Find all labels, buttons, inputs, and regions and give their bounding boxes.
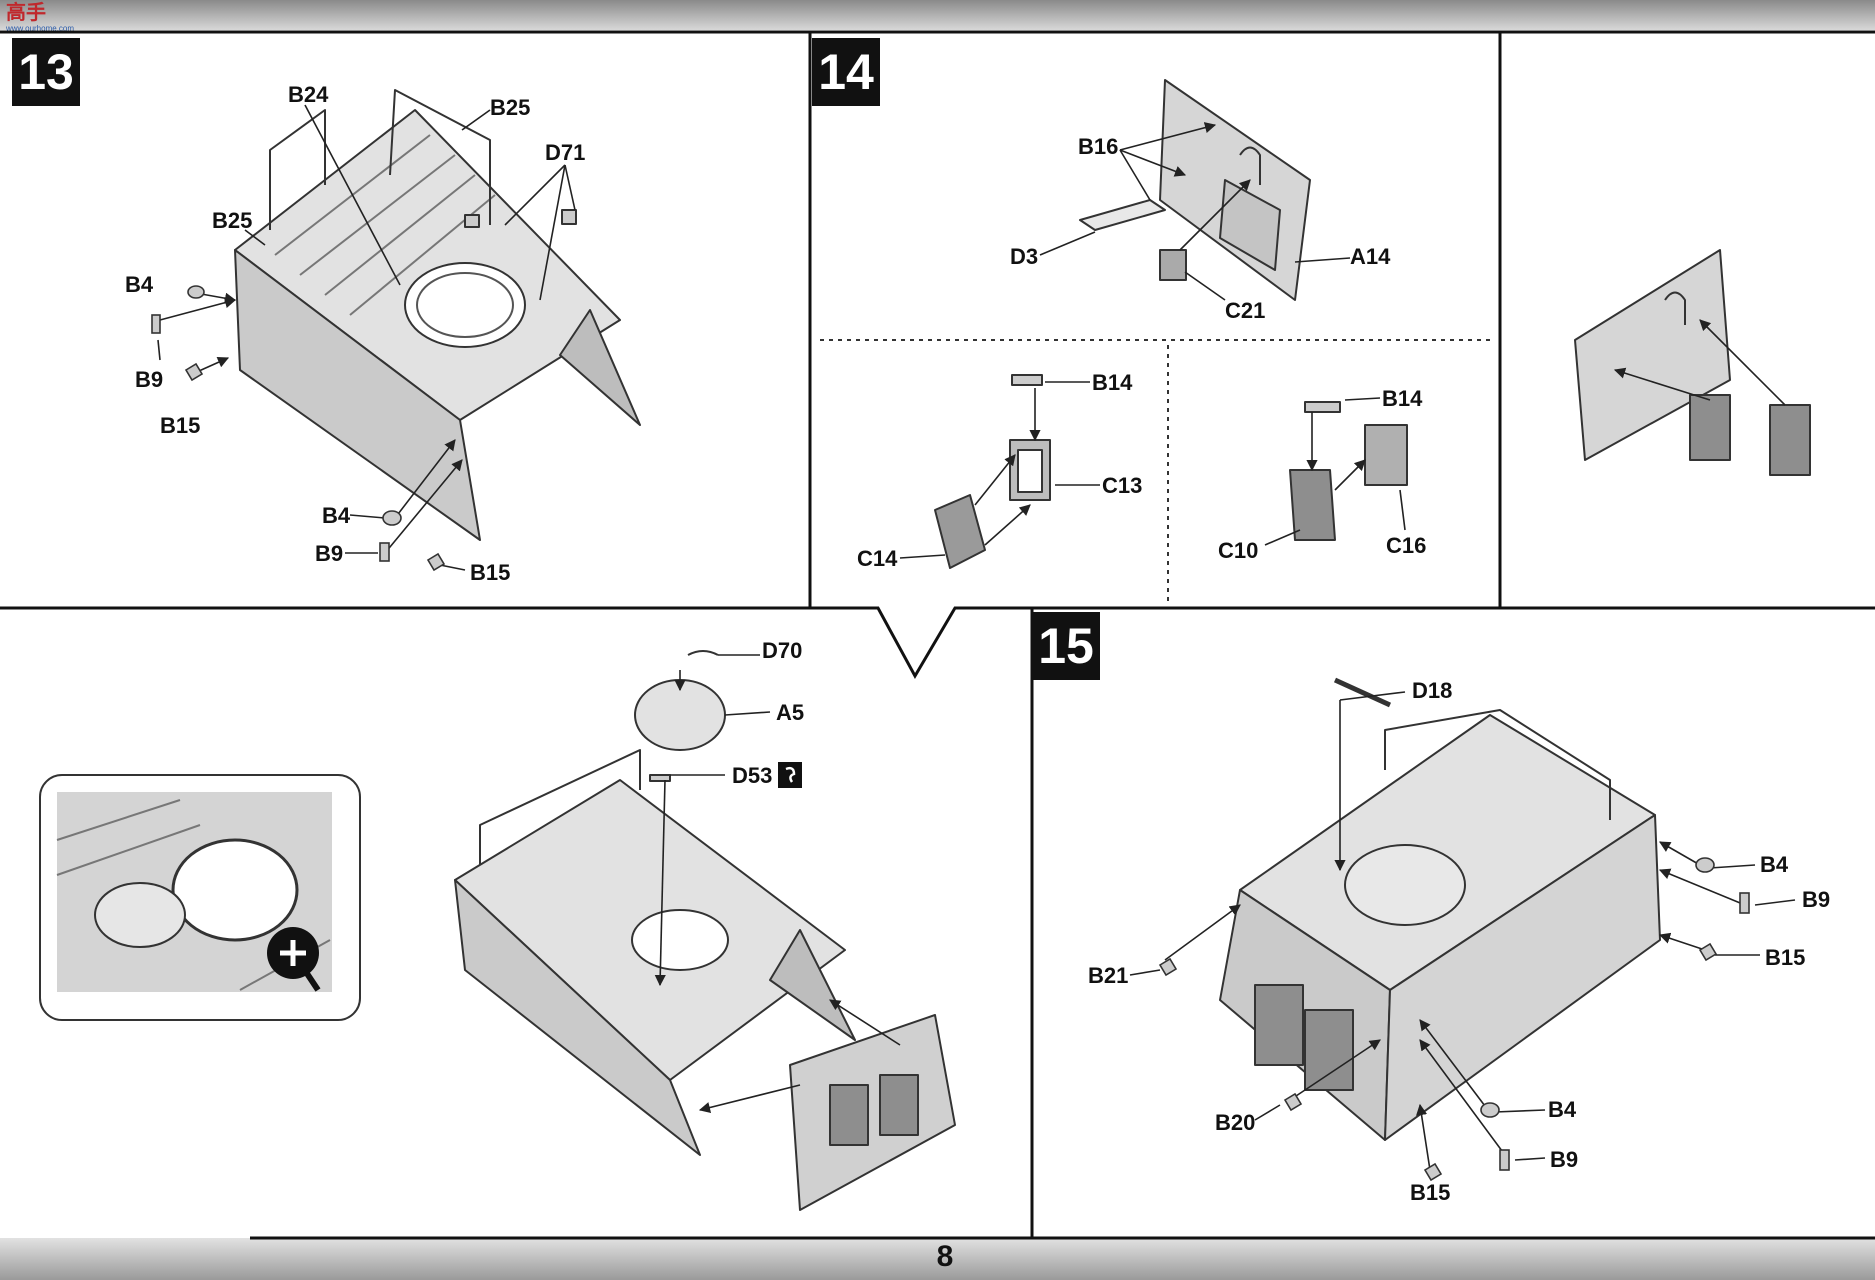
step-number-15: 15 (1032, 612, 1100, 680)
s14b-jerrycan (934, 374, 1051, 569)
part-label: D3 (1010, 244, 1039, 269)
s14c-jerrycan (1289, 401, 1408, 541)
part-label: B4 (1760, 852, 1789, 877)
s15-hull (1219, 677, 1661, 1141)
s14a-leaders (1039, 122, 1351, 301)
inset-detail-box (39, 774, 361, 1021)
part-label: B14 (1092, 370, 1133, 395)
part-label: B15 (1410, 1180, 1451, 1205)
part-label: B15 (160, 413, 201, 438)
s14b-leaders (899, 381, 1100, 559)
part-label: A5 (776, 700, 805, 725)
s13-hull (234, 89, 641, 541)
part-label: D70 (762, 638, 803, 663)
part-label: B9 (315, 541, 344, 566)
bottom-bar (0, 1238, 1875, 1280)
part-label: B25 (212, 208, 253, 233)
s14-leaders (654, 654, 901, 1113)
s14a-plate (1079, 79, 1311, 301)
s14c-leaders (1264, 397, 1406, 546)
s13-leaders (157, 104, 576, 571)
s14d-leaders (1613, 319, 1786, 406)
s13-small-parts (151, 285, 446, 572)
part-label: D53 (732, 763, 773, 788)
s14-plate-bottom (789, 1014, 956, 1211)
part-label: B20 (1215, 1110, 1256, 1135)
part-label: B15 (1765, 945, 1806, 970)
part-label: B24 (288, 82, 329, 107)
decal-icon (778, 762, 802, 788)
part-label: B25 (490, 95, 531, 120)
step-number-14: 14 (812, 38, 880, 106)
part-label: B9 (1550, 1147, 1579, 1172)
part-label: B9 (1802, 887, 1831, 912)
part-label: B4 (322, 503, 351, 528)
page-number: 8 (936, 1240, 954, 1273)
part-label: C13 (1102, 473, 1143, 498)
top-bar (0, 0, 1875, 30)
s14d-plate (1574, 249, 1811, 476)
panel-borders (0, 30, 1875, 1240)
part-label: B15 (470, 560, 511, 585)
part-label: D71 (545, 140, 586, 165)
part-label: C10 (1218, 538, 1259, 563)
s14-hull (454, 650, 856, 1156)
part-label: C16 (1386, 533, 1427, 558)
step-number-13: 13 (12, 38, 80, 106)
s15-small-parts (1158, 857, 1750, 1182)
dashed-dividers (820, 339, 1495, 604)
part-label: B14 (1382, 386, 1423, 411)
part-label: D18 (1412, 678, 1453, 703)
part-label: B16 (1078, 134, 1119, 159)
part-label: C14 (857, 546, 898, 571)
part-label: B4 (125, 272, 154, 297)
part-label: B9 (135, 367, 164, 392)
part-label: B4 (1548, 1097, 1577, 1122)
s15-leaders (1129, 691, 1796, 1171)
part-label: C21 (1225, 298, 1266, 323)
part-label: A14 (1350, 244, 1391, 269)
part-label: B21 (1088, 963, 1129, 988)
